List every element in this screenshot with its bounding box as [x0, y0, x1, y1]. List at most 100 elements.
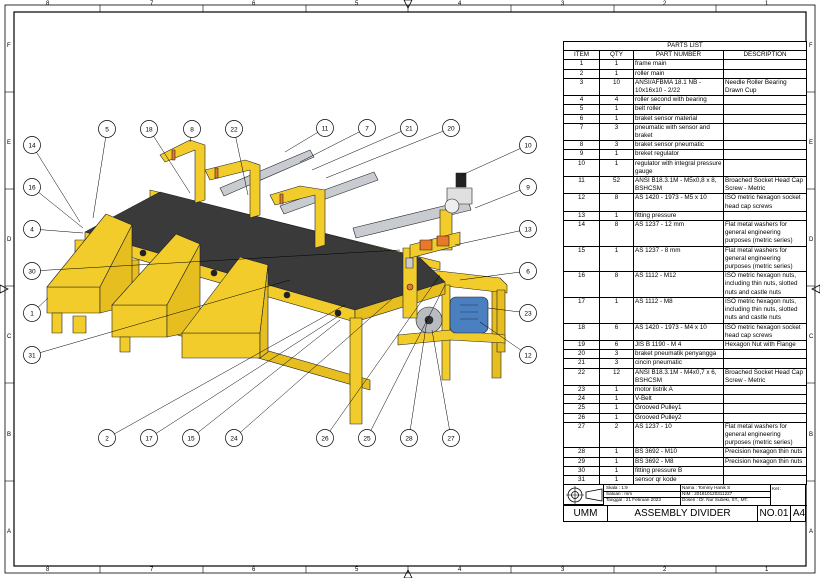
zone-row-label: A: [7, 529, 12, 535]
balloon-callout: 1: [23, 304, 41, 322]
balloon-callout: 21: [400, 119, 418, 137]
institution-label: UMM: [564, 505, 608, 523]
cell-qty: 1: [599, 394, 634, 405]
balloon-number: 7: [365, 125, 369, 132]
balloon-number: 26: [321, 435, 329, 442]
cell-qty: 1: [599, 412, 634, 423]
leader-line: [370, 284, 446, 431]
leader-line: [299, 131, 360, 163]
sheet-size: A4: [792, 508, 806, 520]
balloon-callout: 17: [140, 429, 158, 447]
leader-line: [40, 279, 291, 353]
cell-qty: 8: [599, 271, 634, 298]
zone-row-label: C: [7, 334, 12, 340]
zone-column-label: 5: [355, 1, 359, 7]
cell-qty: 10: [599, 77, 634, 97]
cell-part: AS 1112 - M8: [633, 296, 724, 324]
balloon-callout: 10: [519, 136, 537, 154]
cell-qty: 1: [599, 456, 634, 467]
balloon-number: 16: [28, 184, 36, 191]
cell-item: 26: [563, 412, 600, 423]
scale-text: Skala : 1:9: [606, 485, 628, 491]
cell-item: 24: [563, 394, 600, 405]
zone-column-label: 7: [150, 1, 154, 7]
cell-desc: Precision hexagon thin nuts: [722, 456, 808, 467]
leader-line: [410, 319, 428, 430]
cell-qty: 12: [599, 367, 634, 386]
cell-part: ANSI/AFBMA 18.1 NB - 10x16x10 - 2/22: [633, 77, 724, 97]
balloon-number: 1: [30, 310, 34, 317]
parts-and-title-panel: PARTS LIST ITEM QTY PART NUMBER DESCRIPT…: [562, 40, 808, 523]
balloon-callout: 12: [519, 346, 537, 364]
balloon-callout: 16: [23, 178, 41, 196]
leader-line: [284, 132, 318, 153]
balloon-number: 12: [524, 352, 532, 359]
zone-column-label: 2: [663, 1, 667, 7]
cell-desc: [722, 140, 808, 151]
balloon-callout: 11: [316, 119, 334, 137]
balloon-number: 13: [524, 226, 532, 233]
zone-row-label: F: [7, 43, 11, 49]
balloon-number: 11: [322, 125, 329, 132]
cell-part: sensor qr kode: [633, 474, 724, 486]
zone-row-label: A: [809, 529, 814, 535]
balloon-number: 2: [105, 435, 109, 442]
cell-part: Grooved Pulley1: [633, 403, 724, 414]
cell-desc: [722, 95, 808, 106]
zone-column-label: 7: [150, 567, 154, 573]
balloon-number: 9: [526, 184, 530, 191]
leader-line: [40, 229, 84, 234]
cell-item: 31: [563, 474, 600, 486]
parts-list-title: PARTS LIST: [562, 40, 808, 52]
zone-row-label: B: [809, 432, 814, 438]
cell-desc: Precision hexagon thin nuts: [722, 447, 808, 458]
pneumatic-cylinders: [219, 149, 472, 239]
balloon-callout: 25: [358, 429, 376, 447]
balloon-callout: 4: [23, 220, 41, 238]
zone-row-label: D: [7, 237, 12, 243]
cell-desc: Broached Socket Head Cap Screw - Metric: [722, 367, 808, 386]
balloon-callout: 23: [519, 304, 537, 322]
cell-desc: [722, 465, 808, 476]
balloon-callout: 24: [225, 429, 243, 447]
cell-desc: [722, 358, 808, 369]
cell-item: 23: [563, 384, 600, 396]
cell-part: regulator with integral pressure gauge: [633, 158, 724, 178]
cell-part: belt roller: [633, 104, 724, 115]
leader-line: [474, 189, 521, 209]
balloon-number: 10: [524, 142, 532, 149]
balloon-number: 20: [447, 125, 455, 132]
cell-desc: [722, 149, 808, 160]
cell-qty: 1: [599, 447, 634, 458]
balloon-callout: 5: [98, 120, 116, 138]
leader-line: [36, 152, 81, 223]
cell-part: AS 1237 - 12 mm: [633, 220, 724, 247]
balloon-number: 18: [145, 126, 153, 133]
cell-item: 8: [563, 140, 600, 151]
balloon-callout: 18: [140, 120, 158, 138]
cell-qty: 1: [599, 403, 634, 414]
balloon-callout: 30: [23, 262, 41, 280]
cell-item: 10: [563, 158, 600, 178]
cell-desc: [722, 158, 808, 178]
balloon-callout: 26: [316, 429, 334, 447]
zone-row-label: C: [809, 334, 814, 340]
drawing-title: ASSEMBLY DIVIDER: [608, 505, 758, 523]
title-block: Skala : 1:9 Satuan : mm Tanggal : 21 Feb…: [563, 485, 807, 523]
cell-item: 17: [563, 296, 600, 324]
cell-item: 29: [563, 456, 600, 467]
parts-list-table: PARTS LIST ITEM QTY PART NUMBER DESCRIPT…: [562, 40, 808, 486]
cell-qty: 1: [599, 465, 634, 476]
balloon-callout: 9: [519, 178, 537, 196]
zone-column-label: 6: [252, 567, 256, 573]
zone-column-label: 8: [46, 1, 50, 7]
balloon-number: 15: [187, 435, 195, 442]
